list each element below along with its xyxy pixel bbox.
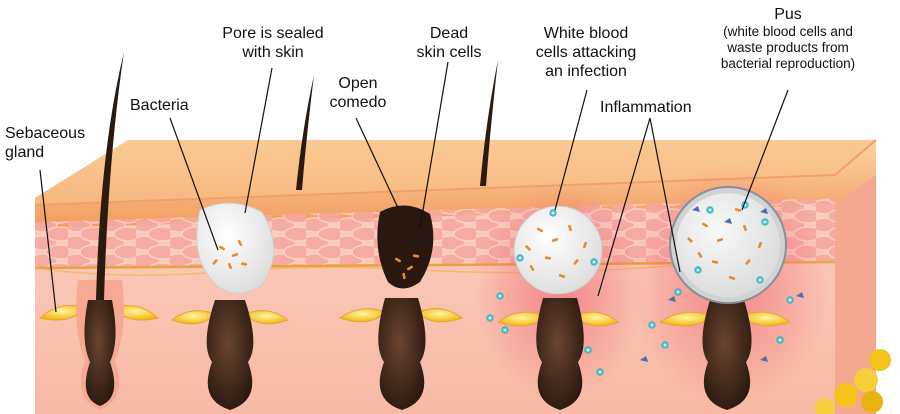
whitehead-plug	[196, 202, 274, 294]
fat-lobules	[815, 349, 891, 414]
hair-icon	[480, 60, 498, 186]
label-line: White blood	[543, 25, 629, 42]
label-dead-skin-cells: Dead skin cells	[405, 24, 493, 62]
label-line: Sebaceous	[5, 125, 86, 142]
label-pore-sealed: Pore is sealed with skin	[205, 24, 341, 62]
label-line: gland	[5, 144, 45, 161]
label-line: skin cells	[416, 44, 482, 61]
follicle-pustule	[640, 186, 804, 410]
hair-icon	[296, 75, 314, 190]
leader-lines	[39, 61, 789, 313]
label-inflammation: Inflammation	[600, 99, 692, 116]
label-line: Open	[338, 75, 378, 92]
label-line: comedo	[329, 94, 387, 111]
follicle-closed-comedo	[170, 202, 290, 410]
infected-pore	[513, 205, 603, 295]
label-sebaceous-gland: Sebaceous gland	[5, 124, 85, 162]
label-line: an infection	[545, 63, 627, 80]
label-line: waste products from	[727, 40, 849, 55]
follicle-papule	[486, 205, 620, 410]
label-line: cells attacking	[535, 44, 637, 61]
label-line: (white blood cells and	[723, 24, 853, 39]
follicle-normal	[38, 52, 160, 410]
label-pus: Pus (white blood cells and waste product…	[698, 5, 878, 72]
hair-icon	[96, 52, 124, 300]
label-line: bacterial reproduction)	[720, 56, 856, 71]
label-line: Pore is sealed	[222, 25, 324, 42]
label-white-blood-cells: White blood cells attacking an infection	[520, 24, 652, 81]
label-open-comedo: Open comedo	[322, 74, 394, 112]
label-line: Pus	[774, 6, 802, 23]
label-line: with skin	[242, 44, 304, 61]
label-bacteria: Bacteria	[130, 97, 189, 114]
follicle-open-comedo	[296, 60, 498, 410]
label-line: Dead	[429, 25, 469, 42]
blackhead-plug	[377, 205, 434, 289]
